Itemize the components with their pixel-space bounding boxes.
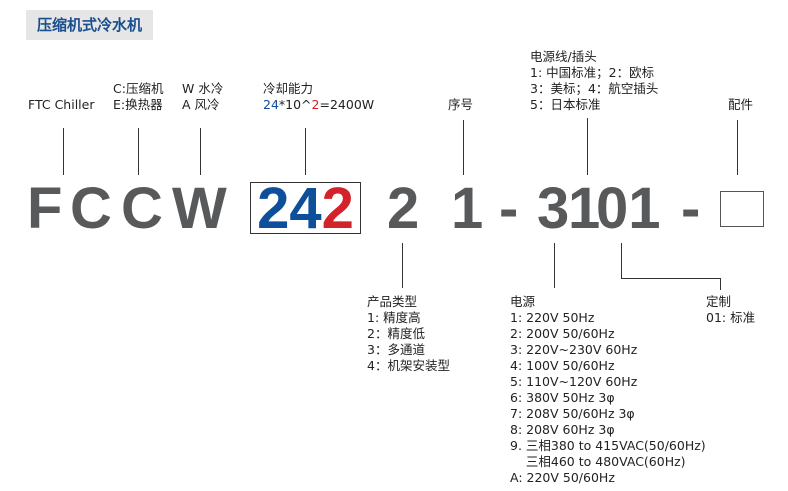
custom-label: 定制 01: 标准 (706, 294, 755, 326)
connector-line (63, 128, 64, 175)
code-product-type: 2 (387, 176, 420, 241)
type-label: C:压缩机 E:换热器 (113, 81, 163, 113)
product-type-line: 1: 精度高 (367, 310, 421, 325)
power-line: 电源 (510, 294, 536, 309)
connector-line (621, 278, 721, 279)
code-plug: 1 (568, 176, 601, 241)
capacity-digits: 24 (257, 176, 322, 241)
connector-line (200, 128, 201, 175)
connector-line (737, 120, 738, 175)
capacity-code-box: 242 (250, 180, 361, 238)
product-type-label: 产品类型 1: 精度高 2：精度低 3：多通道 4：机架安装型 (367, 294, 450, 374)
code-type2: C (121, 176, 163, 241)
capacity-formula: 24*10^2=2400W (263, 97, 374, 113)
product-type-line: 2：精度低 (367, 326, 425, 341)
power-line: A: 220V 50/60Hz (510, 470, 615, 485)
capacity-exponent: 2 (321, 176, 354, 241)
code-dash: - (499, 176, 519, 241)
formula-result: =2400W (319, 97, 375, 112)
power-line: 1: 220V 50Hz (510, 310, 595, 325)
page-title: 压缩机式冷水机 (26, 10, 153, 40)
type-line: E:换热器 (113, 97, 163, 112)
power-line: 8: 208V 60Hz 3φ (510, 422, 615, 437)
code-custom: 01 (596, 176, 661, 241)
plug-line: 3：美标；4：航空插头 (530, 81, 659, 96)
power-line: 4: 100V 50/60Hz (510, 358, 615, 373)
code-dash: - (681, 176, 701, 241)
code-brand: F (27, 176, 63, 241)
custom-line: 定制 (706, 294, 732, 309)
code-type1: C (70, 176, 112, 241)
connector-line (463, 120, 464, 175)
power-line: 5: 110V~120V 60Hz (510, 374, 638, 389)
connector-line (621, 243, 622, 278)
connector-line (138, 128, 139, 175)
plug-label: 电源线/插头 1: 中国标准；2：欧标 3：美标；4：航空插头 5：日本标准 (530, 49, 658, 113)
cooling-line: A 风冷 (182, 97, 220, 112)
code-serial: 1 (451, 176, 484, 241)
power-line: 3: 220V~230V 60Hz (510, 342, 638, 357)
code-power: 3 (537, 176, 570, 241)
power-line: 9. 三相380 to 415VAC(50/60Hz) (510, 438, 706, 453)
connector-line (402, 243, 403, 288)
formula-digits: 24 (263, 97, 279, 112)
type-line: C:压缩机 (113, 81, 164, 96)
cooling-line: W 水冷 (182, 81, 224, 96)
product-type-line: 4：机架安装型 (367, 358, 450, 373)
connector-line (720, 278, 721, 290)
power-line: 2: 200V 50/60Hz (510, 326, 615, 341)
power-line: 三相460 to 480VAC(60Hz) (510, 454, 686, 469)
accessory-label: 配件 (728, 97, 754, 112)
serial-label: 序号 (448, 97, 474, 112)
power-line: 6: 380V 50Hz 3φ (510, 390, 615, 405)
cooling-label: W 水冷 A 风冷 (182, 81, 223, 113)
formula-mid: *10^ (278, 97, 312, 112)
connector-line (554, 243, 555, 288)
custom-line: 01: 标准 (706, 310, 756, 325)
plug-line: 1: 中国标准；2：欧标 (530, 65, 655, 80)
code-cooling: W (172, 176, 227, 241)
connector-line (587, 118, 588, 175)
product-type-line: 产品类型 (367, 294, 418, 309)
capacity-title: 冷却能力 (263, 81, 314, 96)
accessory-code-box (720, 191, 764, 227)
power-label: 电源 1: 220V 50Hz 2: 200V 50/60Hz 3: 220V~… (510, 294, 706, 486)
brand-label: FTC Chiller (28, 97, 95, 112)
plug-line: 电源线/插头 (530, 49, 597, 64)
power-line: 7: 208V 50/60Hz 3φ (510, 406, 635, 421)
capacity-label: 冷却能力 24*10^2=2400W (263, 81, 374, 113)
plug-line: 5：日本标准 (530, 97, 601, 112)
formula-exp: 2 (311, 97, 320, 112)
connector-line (305, 128, 306, 175)
product-type-line: 3：多通道 (367, 342, 425, 357)
